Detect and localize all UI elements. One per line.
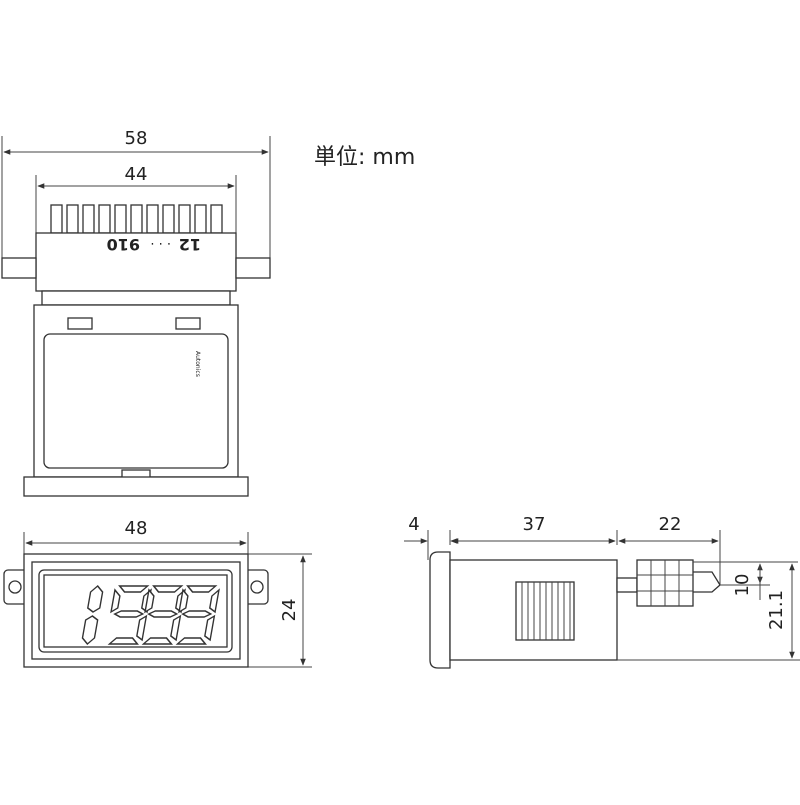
terminal-label-right: 12: [179, 235, 201, 254]
dim-front-width: 48: [125, 518, 148, 539]
mount-tab-right: [235, 257, 271, 279]
side-label: [515, 581, 575, 641]
bezel-lip: [23, 476, 249, 497]
dim-bezel-depth: 4: [408, 514, 419, 535]
dim-terminal-width: 44: [125, 164, 148, 185]
mount-tab-left: [1, 257, 37, 279]
front-view: 48 24: [0, 0, 312, 668]
dim-overall-width: 58: [125, 128, 148, 149]
dim-body-height: 21.1: [766, 590, 787, 630]
lcd-window: [43, 574, 228, 648]
display-value: 1999: [0, 0, 3, 1]
dim-front-height: 24: [279, 599, 300, 622]
dim-terminal-height: 10: [732, 574, 753, 597]
top-view: 58 44 12 · · · 910: [1, 128, 271, 497]
terminal-label-left: 910: [107, 235, 140, 254]
brand-text: Autonics: [194, 351, 201, 377]
dim-terminal-depth: 22: [659, 514, 682, 535]
terminal-pins: [50, 204, 223, 234]
side-view: 4 37 22: [404, 514, 800, 669]
dim-body-depth: 37: [523, 514, 546, 535]
front-cover: [43, 333, 229, 469]
terminal-label-dots: · · ·: [150, 235, 171, 250]
lcd-display: [81, 585, 220, 645]
unit-label: 単位: mm: [314, 145, 415, 170]
